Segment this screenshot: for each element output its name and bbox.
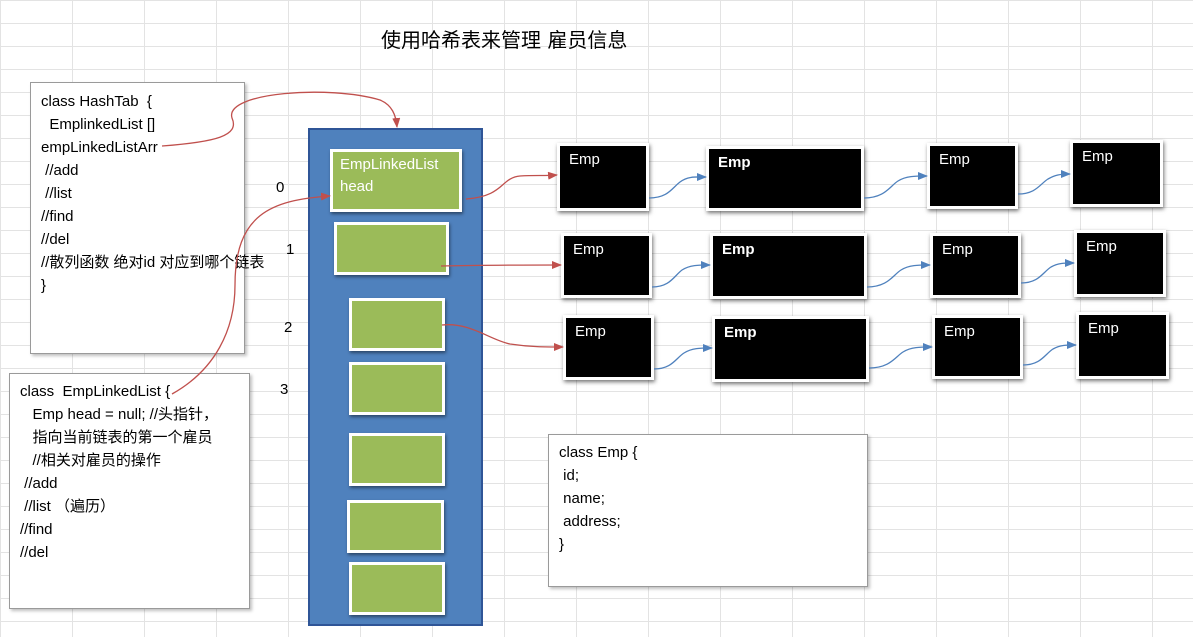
arrow-next bbox=[1020, 259, 1075, 284]
array-slot bbox=[349, 362, 445, 415]
arrow-next bbox=[863, 172, 928, 199]
code-line: 指向当前链表的第一个雇员 bbox=[20, 429, 213, 446]
arrow-next bbox=[866, 261, 931, 288]
code-line: empLinkedListArr bbox=[41, 139, 158, 156]
code-line: //find bbox=[20, 521, 53, 538]
index-label: 1 bbox=[286, 241, 295, 258]
emp-class-box: class Emp { id; name; address; } bbox=[548, 434, 868, 587]
emp-node: Emp bbox=[710, 233, 867, 299]
emp-node: Emp bbox=[1076, 312, 1169, 379]
emp-node: Emp bbox=[1074, 230, 1166, 297]
slot-label: EmpLinkedList head bbox=[340, 156, 439, 195]
code-line: //del bbox=[20, 544, 49, 561]
index-label: 0 bbox=[276, 179, 285, 196]
code-line: //del bbox=[41, 231, 70, 248]
arrow-next bbox=[868, 343, 933, 369]
emplinkedlist-class-box: class EmpLinkedList { Emp head = null; /… bbox=[9, 373, 250, 609]
array-slot bbox=[347, 500, 444, 553]
code-line: //add bbox=[20, 475, 58, 492]
code-line: //list （遍历） bbox=[20, 498, 116, 515]
emp-node: Emp bbox=[712, 316, 869, 382]
emp-node: Emp bbox=[930, 233, 1021, 298]
index-label: 3 bbox=[280, 381, 289, 398]
code-line: //find bbox=[41, 208, 74, 225]
code-line: //list bbox=[41, 185, 72, 202]
code-line: address; bbox=[559, 513, 621, 530]
emp-node: Emp bbox=[1070, 140, 1163, 207]
emp-node: Emp bbox=[563, 315, 654, 380]
array-slot bbox=[349, 433, 445, 486]
code-line: id; bbox=[559, 467, 580, 484]
hashtab-class-box: class HashTab { EmplinkedList [] empLink… bbox=[30, 82, 265, 354]
array-slot bbox=[334, 222, 449, 275]
code-line: EmplinkedList [] bbox=[41, 116, 156, 133]
arrow-next bbox=[1022, 341, 1077, 366]
diagram-title: 使用哈希表来管理 雇员信息 bbox=[381, 28, 628, 52]
code-line: //散列函数 绝对id 对应到哪个链表 bbox=[41, 254, 265, 271]
code-line: } bbox=[41, 277, 47, 294]
emp-node: Emp bbox=[932, 315, 1023, 379]
code-line: name; bbox=[559, 490, 605, 507]
code-line: class HashTab { bbox=[41, 93, 152, 110]
code-line: class EmpLinkedList { bbox=[20, 383, 171, 400]
code-line: //add bbox=[41, 162, 79, 179]
array-slot-head: EmpLinkedList head bbox=[330, 149, 462, 212]
emp-node: Emp bbox=[561, 233, 652, 298]
arrow-next bbox=[653, 344, 713, 370]
index-label: 2 bbox=[284, 319, 293, 336]
emp-node: Emp bbox=[927, 143, 1018, 209]
arrow-next bbox=[651, 261, 711, 288]
code-line: class Emp { bbox=[559, 444, 638, 461]
arrow-next bbox=[1017, 170, 1071, 195]
array-slot bbox=[349, 298, 445, 351]
code-line: } bbox=[559, 536, 565, 553]
emp-node: Emp bbox=[706, 146, 864, 211]
array-slot bbox=[349, 562, 445, 615]
code-line: Emp head = null; //头指针， bbox=[20, 406, 219, 423]
arrow-next bbox=[648, 172, 707, 199]
code-line: //相关对雇员的操作 bbox=[20, 452, 161, 469]
emp-node: Emp bbox=[557, 143, 649, 211]
